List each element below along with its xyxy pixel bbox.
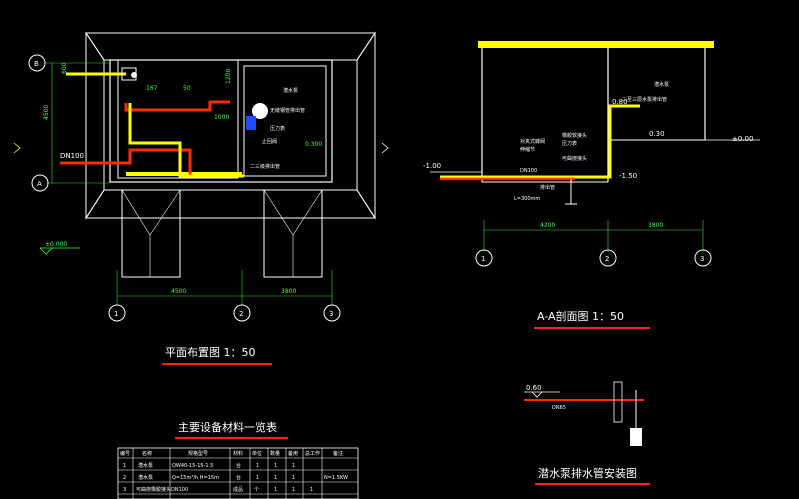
table-cell-r1-c7: N=1.5KW [324, 475, 348, 481]
table-cell-r1-c4: 1 [256, 475, 259, 481]
table-cell-r1-c2: Q=15m³/h H=15m [172, 475, 219, 481]
table-header-5: 数量 [270, 450, 280, 457]
table-cell-r1-c0: 2 [123, 475, 126, 481]
section-label-2: 对夹式蝶阀 [520, 138, 545, 145]
section-dim-4200: 4200 [540, 222, 555, 229]
table-header-8: 备注 [333, 450, 343, 457]
section-elev-030: 0.30 [649, 130, 665, 138]
equipment-table: 编号 名称 规格型号 材料 单位 数量 备用 总工作 备注 1 潜水泵 QW40… [117, 447, 359, 499]
section-elev-m150: -1.50 [619, 172, 637, 180]
section-pipe-yellow [440, 104, 640, 179]
section-grid-bubble-1 [475, 249, 493, 267]
section-grid-label-2: 2 [605, 255, 609, 263]
plan-grid-bubble-B [28, 54, 46, 72]
table-header-3: 材料 [233, 450, 243, 457]
section-pipe-len: L=300mm [514, 196, 540, 202]
table-title: 主要设备材料一览表 [178, 420, 277, 434]
detail-elev-060: 0.60 [526, 384, 542, 392]
table-header-7: 总工作 [305, 450, 320, 457]
section-elev-080: 0.80 [612, 98, 628, 106]
plan-grid-bubble-1 [108, 304, 126, 322]
section-grid-bubble-2 [599, 249, 617, 267]
plan-view [13, 31, 389, 322]
table-cell-r2-c1: 可曲挠橡胶接头DN100 [136, 486, 188, 493]
plan-dim-4500: 4500 [43, 105, 50, 120]
section-dn-label: DN100 [520, 168, 537, 174]
plan-grid-bubble-A [31, 174, 49, 192]
plan-elev-right: 0.300 [305, 141, 322, 148]
section-grid-label-3: 3 [700, 255, 704, 263]
section-label-5: 压力表 [562, 140, 577, 147]
section-label-4: 橡胶软接头 [562, 132, 587, 139]
section-elev-000: ±0.00 [732, 135, 753, 143]
plan-dim-167: 167 [146, 85, 158, 92]
detail-view [524, 381, 644, 446]
table-cell-r2-c7: 1 [310, 487, 313, 493]
plan-dim-1200: 1200 [225, 69, 232, 84]
plan-label-2: 压力表 [270, 125, 285, 132]
plan-title: 平面布置图 1：50 [165, 346, 256, 359]
table-header-6: 备用 [288, 450, 298, 457]
plan-dim-4500-bottom: 4500 [171, 288, 186, 295]
plan-dim-3800-bottom: 3800 [281, 288, 296, 295]
plan-grid-bubble-3 [323, 304, 341, 322]
section-dim-3800: 3800 [648, 222, 663, 229]
table-cell-r0-c6: 1 [292, 463, 295, 469]
plan-grid-bubble-2 [233, 304, 251, 322]
table-header-4: 单位 [252, 450, 262, 457]
table-cell-r2-c3: 成品 [233, 486, 243, 493]
plan-label-1: 无缝钢管排出管 [270, 107, 305, 114]
table-cell-r0-c3: 台 [236, 462, 241, 469]
plan-pipe-red [60, 148, 192, 175]
section-elev-m100: -1.00 [423, 162, 441, 170]
section-title: A-A剖面图 1：50 [537, 309, 624, 323]
plan-grid-label-A: A [37, 180, 42, 188]
section-grid-label-1: 1 [481, 255, 485, 263]
plan-grid-label-B: B [34, 60, 39, 68]
plan-valve-icon [246, 116, 256, 130]
detail-title: 潜水泵排水管安装图 [538, 466, 637, 480]
table-cell-r0-c4: 1 [256, 463, 259, 469]
table-cell-r2-c6: 1 [292, 487, 295, 493]
plan-pump-icon [252, 103, 268, 119]
plan-dim-50: 50 [183, 85, 191, 92]
table-cell-r1-c1: 潜水泵 [138, 474, 153, 481]
plan-label-4: 二三级排出管 [250, 163, 280, 170]
section-roof [478, 41, 714, 48]
section-grid-bubble-3 [694, 249, 712, 267]
plan-grid-label-2: 2 [239, 310, 243, 318]
detail-pump-icon [630, 428, 642, 446]
detail-dn-label: DN65 [552, 405, 566, 411]
plan-dim-1000: 1000 [214, 114, 229, 121]
table-cell-r1-c6: 1 [292, 475, 295, 481]
plan-dn-label: DN100 [60, 152, 84, 160]
table-header-2: 规格型号 [188, 450, 208, 457]
table-header-1: 名称 [142, 450, 152, 457]
table-cell-r0-c2: QW40-15-15-1.5 [172, 463, 213, 469]
plan-wall-fill [126, 172, 242, 176]
table-cell-r2-c0: 3 [123, 487, 126, 493]
section-room-name: 潜水泵 [654, 81, 669, 88]
section-label-1: 二至三层水泵排出管 [622, 96, 667, 103]
section-label-3: 伸缩节 [520, 146, 535, 153]
plan-dim-600: 600 [61, 62, 68, 74]
table-cell-r1-c3: 台 [236, 474, 241, 481]
table-cell-r0-c0: 1 [123, 463, 126, 469]
table-cell-r1-c5: 1 [274, 475, 277, 481]
table-cell-r0-c5: 1 [274, 463, 277, 469]
table-header-0: 编号 [120, 450, 130, 457]
plan-label-3: 止回阀 [262, 138, 277, 145]
plan-room-name: 潜水泵 [283, 87, 298, 94]
plan-grid-label-1: 1 [114, 310, 118, 318]
plan-grid-label-3: 3 [329, 310, 333, 318]
table-cell-r2-c5: 1 [274, 487, 277, 493]
section-label-6: 可曲挠接头 [562, 155, 587, 162]
plan-elev-000: ±0.000 [45, 241, 67, 248]
table-cell-r0-c1: 潜水泵 [138, 462, 153, 469]
section-label-7: 排出管 [540, 184, 555, 191]
table-cell-r2-c4: 个 [254, 487, 259, 493]
section-view [430, 41, 760, 267]
